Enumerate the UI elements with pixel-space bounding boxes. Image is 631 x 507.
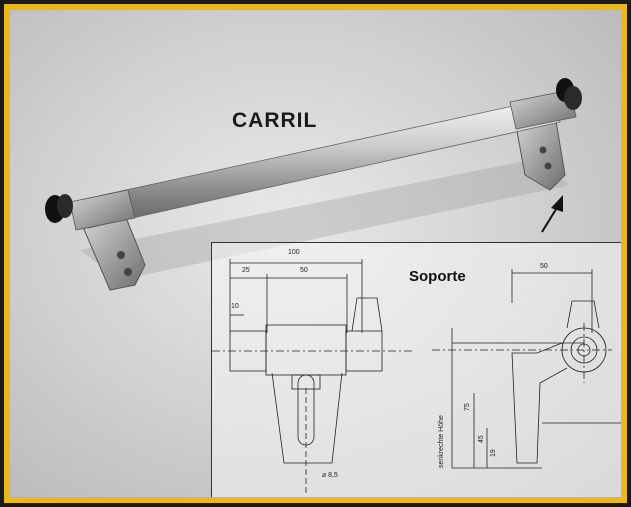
right-bracket-hole	[539, 146, 547, 154]
right-end-cap	[564, 86, 582, 110]
dim-vertical-label: senkrechte Höhe	[438, 415, 445, 468]
dim-end-width: 10	[231, 303, 239, 310]
technical-drawing: 100 25 50 10 50 ⌀ 8,5 75 45 19 senkrecht…	[211, 242, 621, 497]
left-bracket-hole	[117, 251, 125, 259]
drawing-lines	[212, 259, 621, 493]
dim-offset: 25	[242, 267, 250, 274]
pointer-arrow-head	[551, 195, 563, 212]
dim-height-75: 75	[464, 403, 471, 411]
left-collar	[69, 189, 136, 231]
dim-center-width: 50	[300, 267, 308, 274]
rail-shadow	[80, 160, 570, 280]
left-bracket-hole	[124, 268, 132, 276]
dim-hole-diameter: ⌀ 8,5	[322, 472, 338, 479]
dim-side-width: 50	[540, 263, 548, 270]
rail-illustration	[45, 78, 582, 291]
pointer-arrow-line	[541, 205, 559, 233]
left-end-cap	[57, 194, 73, 218]
dim-overall-width: 100	[288, 249, 300, 256]
dim-height-45: 45	[478, 435, 485, 443]
product-title: CARRIL	[232, 109, 318, 132]
right-bracket-hole	[544, 162, 552, 170]
drawing-title: Soporte	[409, 268, 466, 285]
product-photo: CARRIL	[10, 10, 621, 497]
dim-height-19: 19	[490, 449, 497, 457]
right-collar	[509, 89, 577, 130]
